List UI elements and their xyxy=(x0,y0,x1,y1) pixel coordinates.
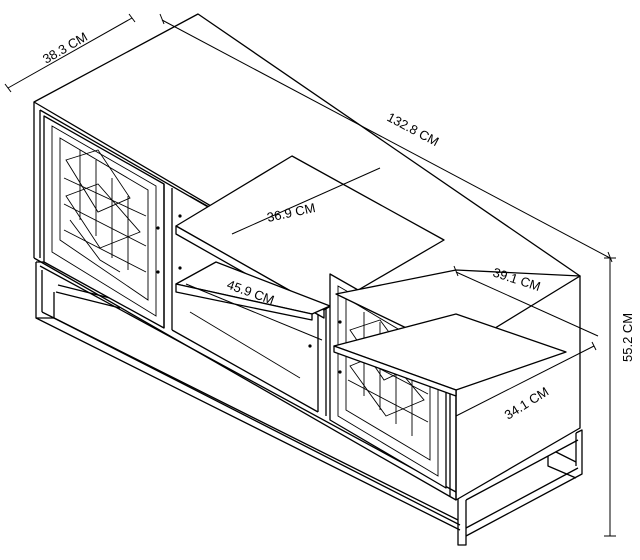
dimension-lines xyxy=(4,13,616,537)
height-dimension-label: 55.2 CM xyxy=(620,313,635,362)
depth-dimension-label: 38.3 CM xyxy=(40,29,90,67)
right-pullout-shelf xyxy=(333,313,567,397)
metal-base-frame xyxy=(35,261,583,546)
